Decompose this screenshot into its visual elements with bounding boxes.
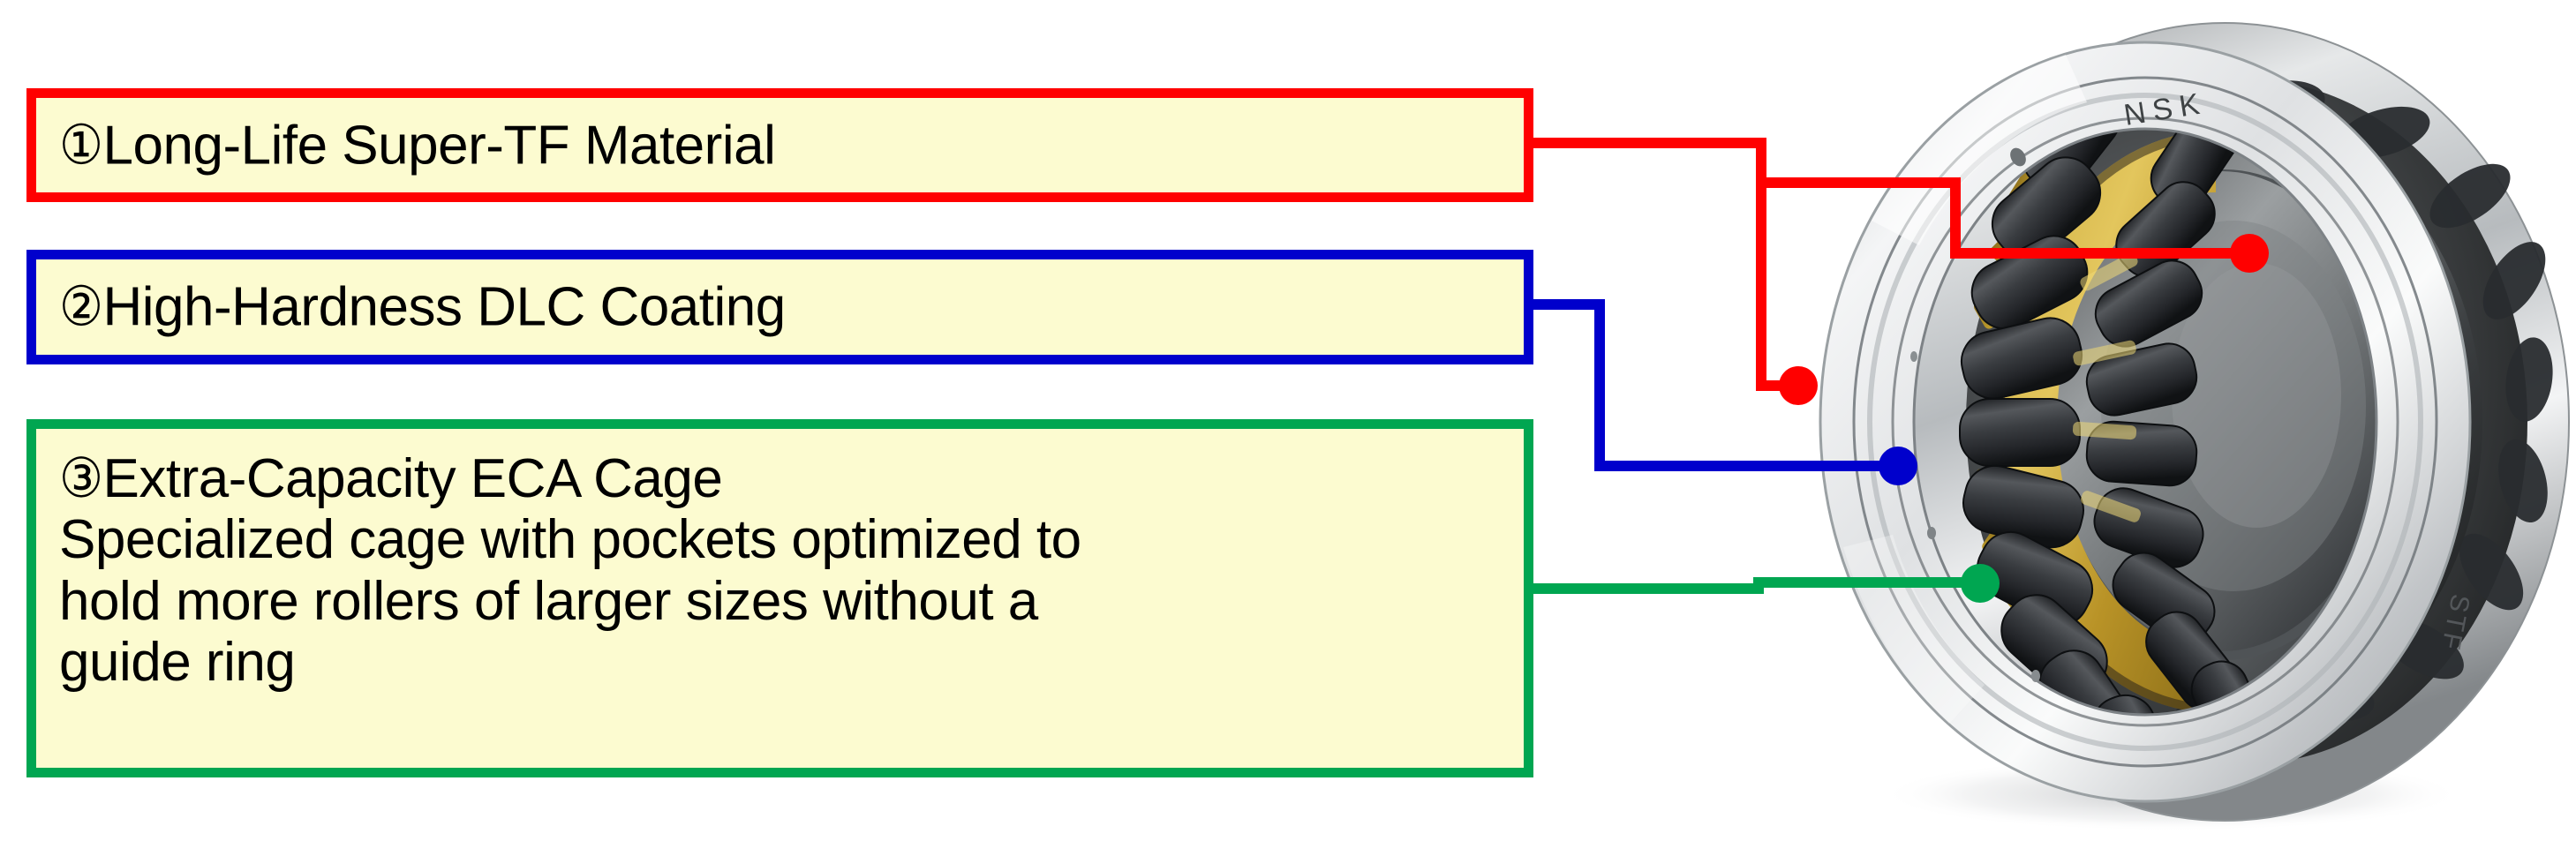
callout-3-text: ③Extra-Capacity ECA Cage Specialized cag… <box>59 448 1081 694</box>
callout-box-1: ①Long-Life Super-TF Material <box>26 88 1533 202</box>
callout-box-2: ②High-Hardness DLC Coating <box>26 250 1533 364</box>
spherical-roller-bearing-image: STF <box>1819 22 2570 831</box>
callout-1-text: ①Long-Life Super-TF Material <box>59 114 776 176</box>
callout-2-text: ②High-Hardness DLC Coating <box>59 276 786 338</box>
callout-box-3: ③Extra-Capacity ECA Cage Specialized cag… <box>26 419 1533 777</box>
